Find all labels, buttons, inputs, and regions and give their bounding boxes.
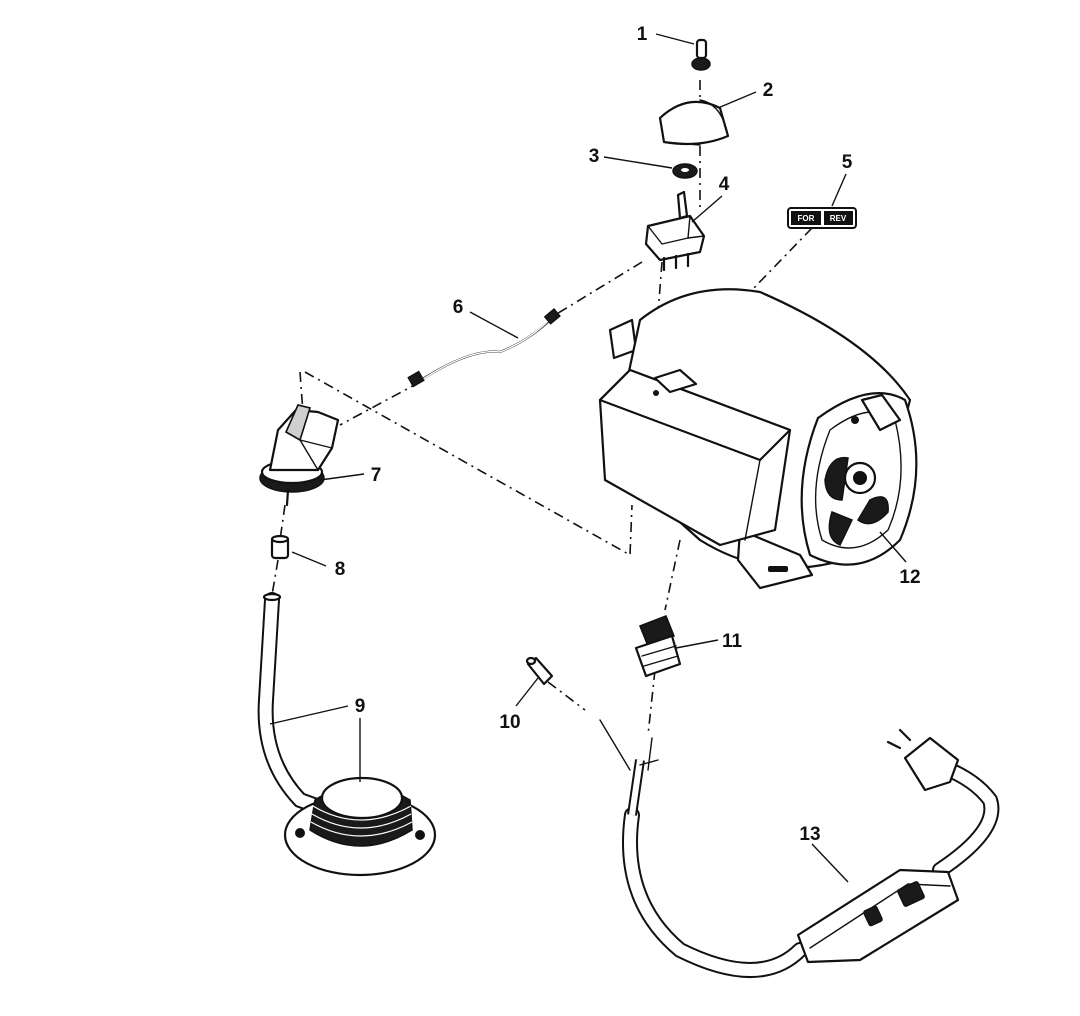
- part-13-power-cord-gfci: [599, 719, 1000, 978]
- callout-11: 11: [722, 631, 743, 652]
- callout-7: 7: [371, 465, 382, 486]
- callout-8: 8: [335, 559, 346, 580]
- part-3-nut: [672, 163, 698, 179]
- callout-1: 1: [637, 24, 648, 45]
- part-6-jumper-wire: [407, 308, 561, 388]
- callout-13: 13: [799, 824, 820, 845]
- callout-5: 5: [842, 152, 853, 173]
- part-11-strain-relief: [634, 615, 682, 678]
- leader-lines: [269, 33, 907, 883]
- callout-12: 12: [899, 567, 920, 588]
- part-1-toggle-knob: [691, 38, 711, 71]
- callout-3: 3: [589, 146, 600, 167]
- part-9-foot-pedal-hose: [257, 592, 437, 877]
- part-10-wire-nut: [525, 656, 554, 686]
- part-5-for-rev-decal: FOR REV: [787, 207, 857, 229]
- callout-2: 2: [763, 80, 774, 101]
- part-4-toggle-switch: [644, 190, 706, 272]
- callout-9: 9: [355, 696, 366, 717]
- part-2-switch-guard: [658, 99, 730, 146]
- callout-10: 10: [499, 712, 520, 733]
- part-8-fitting: [270, 534, 290, 560]
- callout-6: 6: [453, 297, 464, 318]
- part-12-motor: [598, 288, 918, 590]
- callout-labels: 1 2 3 4 5 6 7 8 9 10 11 12 13: [335, 24, 921, 845]
- decal-rev-label: REV: [830, 214, 847, 223]
- part-7-pressure-switch: [259, 404, 340, 507]
- callout-4: 4: [719, 174, 730, 195]
- decal-for-label: FOR: [798, 214, 815, 223]
